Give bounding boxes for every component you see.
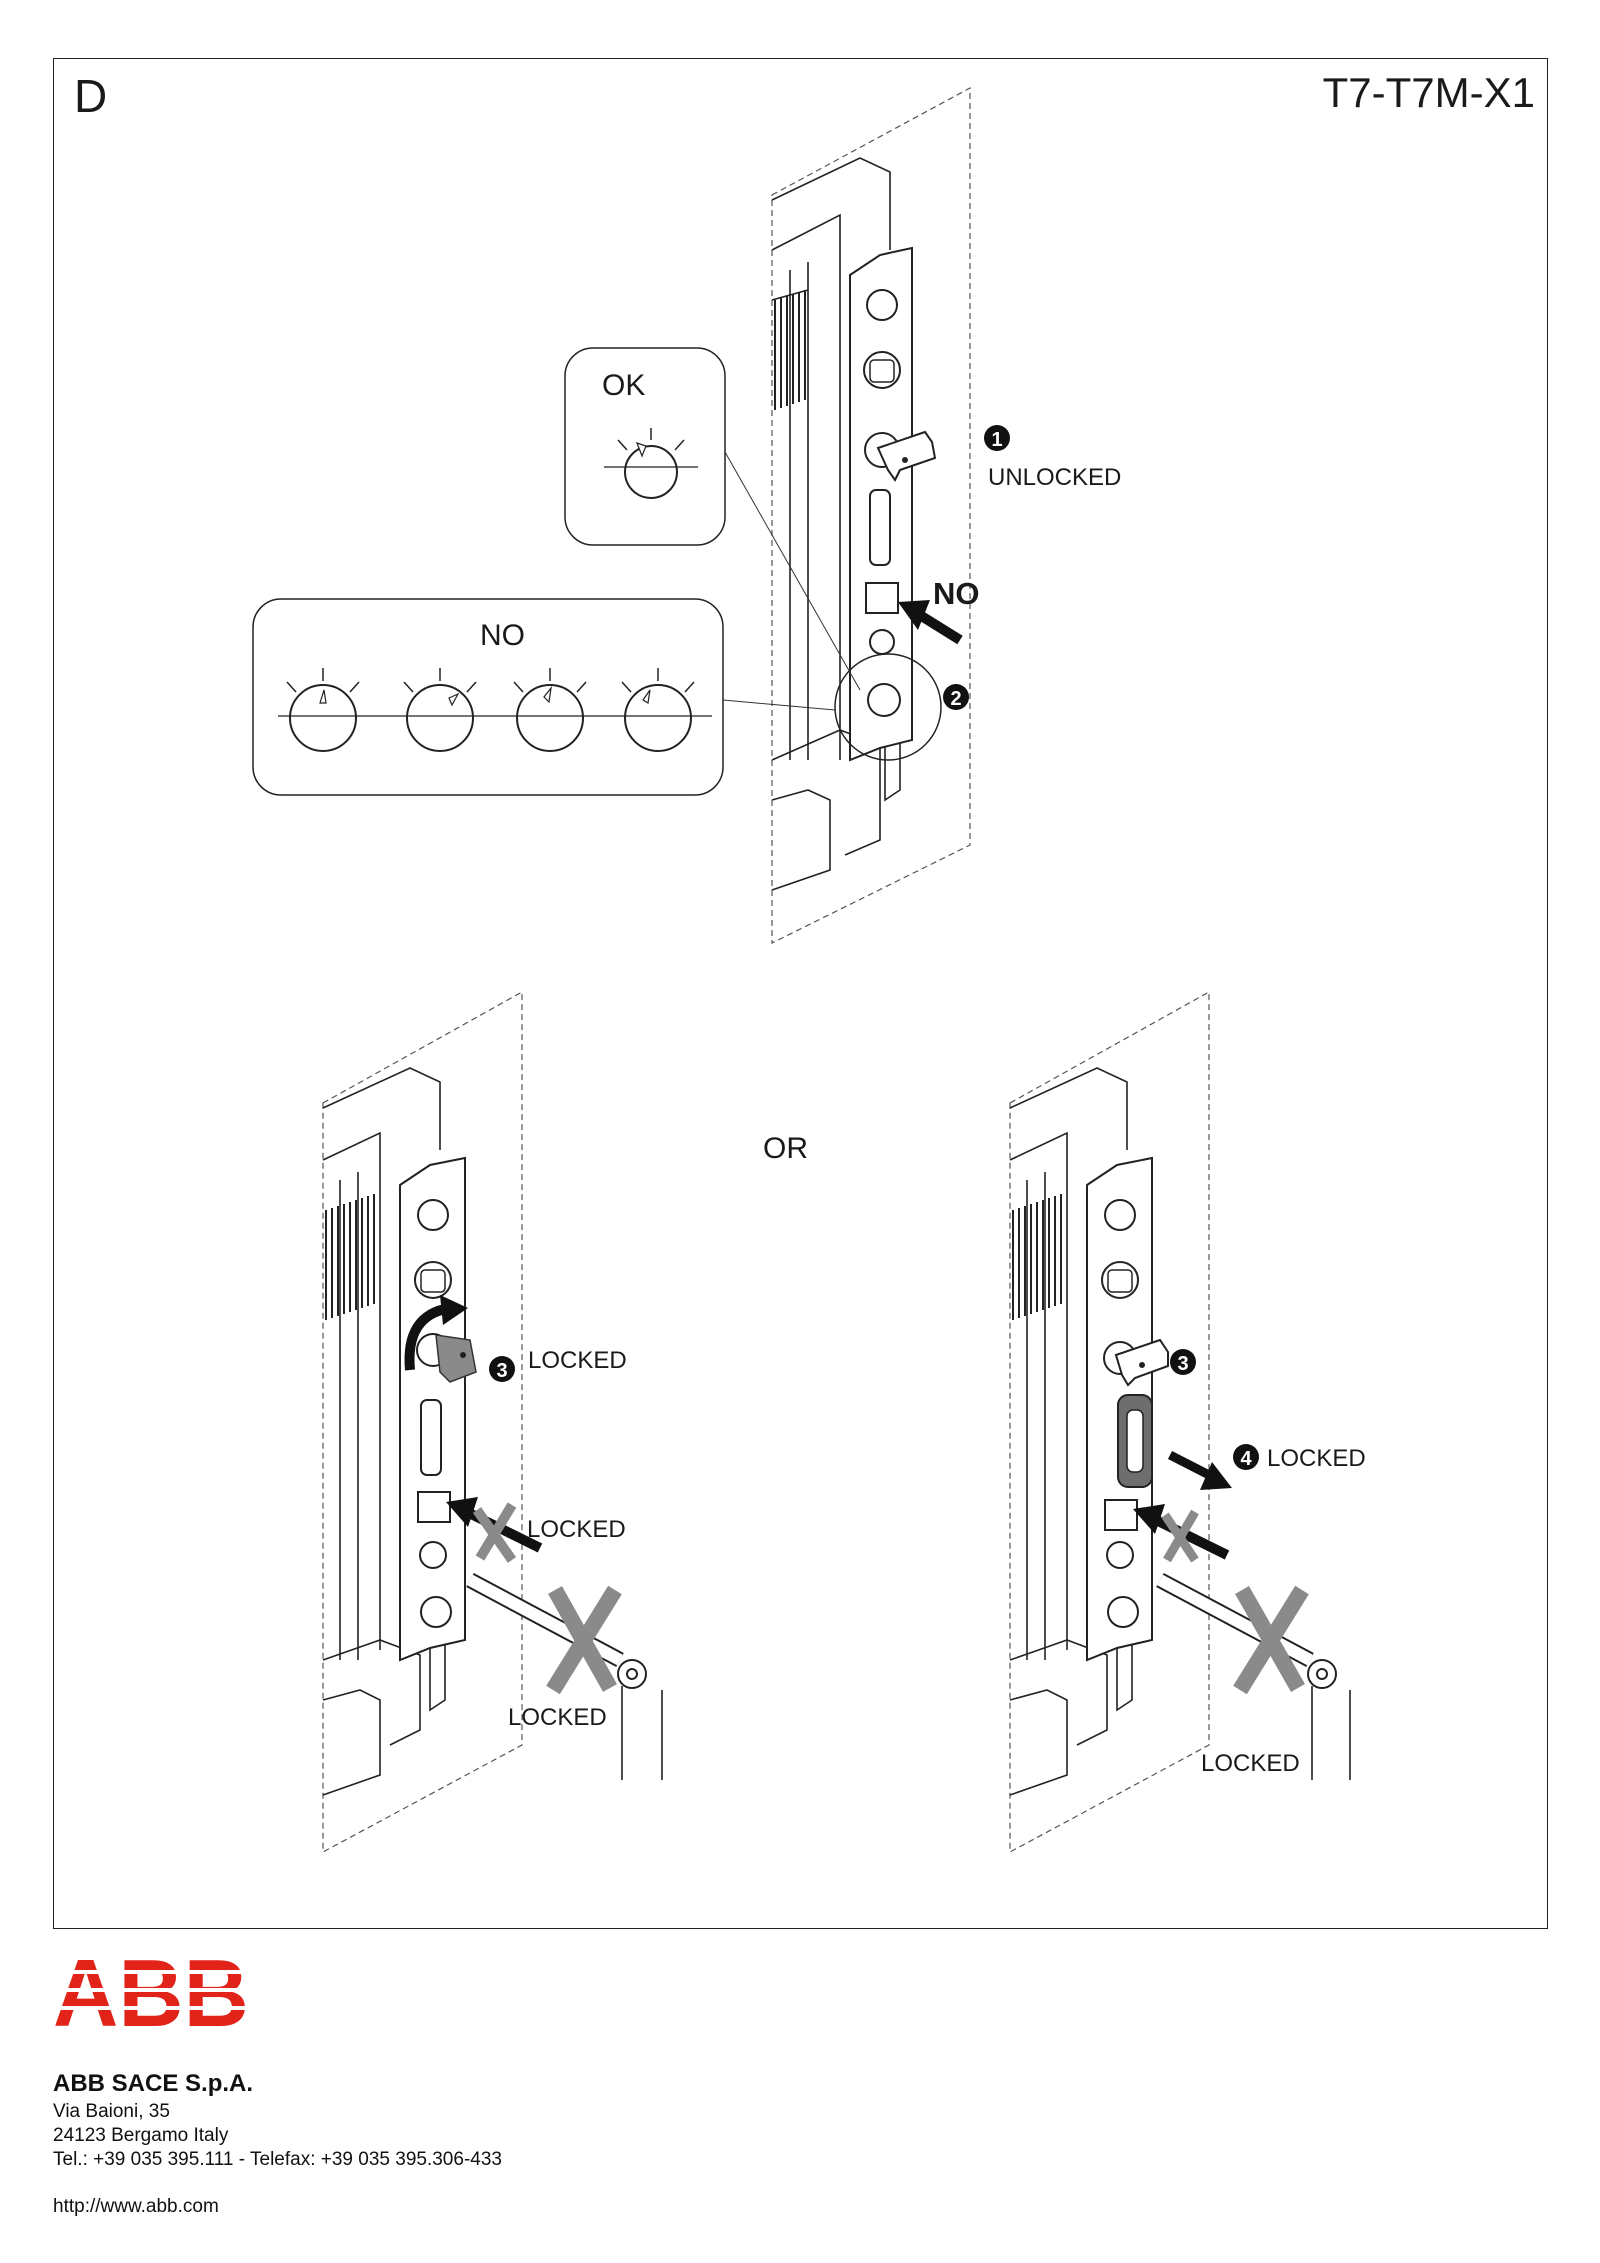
left-step3-number: 3 [496,1360,507,1382]
right-padlock-locked-label: LOCKED [1267,1445,1366,1472]
website-link[interactable]: http://www.abb.com [53,2196,219,2217]
phone-fax: Tel.: +39 035 395.111 - Telefax: +39 035… [53,2149,502,2170]
no-callout: NO [252,598,836,796]
right-step3-marker [1170,1349,1196,1375]
locked-key-icon [435,1334,477,1383]
right-step4-marker [1233,1444,1259,1470]
push-no-label: NO [933,576,980,611]
model-code: T7-T7M-X1 [1323,69,1535,116]
control-panel [849,246,913,762]
indicator-dial [867,683,901,717]
key-icon [876,430,937,482]
left-button-locked-label: LOCKED [527,1516,626,1543]
step1-marker [984,425,1010,451]
padlock-slot [869,489,891,566]
right-lever-locked-label: LOCKED [1201,1750,1300,1777]
abb-logo: ABB [53,1950,253,2032]
heatsink-ribs [774,290,806,410]
diagram-frame [53,58,1548,1929]
left-button-cross-icon [472,1502,517,1563]
magnifier-circle [834,653,942,761]
left-breaker-view [322,990,663,1854]
ok-label: OK [602,369,645,402]
left-cut-plane [322,990,523,1854]
step2-number: 2 [950,688,961,710]
left-control-panel [399,1156,466,1662]
no-dial-2 [406,684,474,752]
or-separator: OR [763,1132,808,1165]
left-lever-cross-icon [546,1585,622,1695]
cut-plane-outline [771,86,971,944]
step1-number: 1 [991,429,1002,451]
panel-button-1 [866,289,898,321]
address-city: 24123 Bergamo Italy [53,2125,229,2146]
left-step3-marker [489,1356,515,1382]
left-key-locked-label: LOCKED [528,1347,627,1374]
push-button [865,582,899,614]
no-dial-3 [516,684,584,752]
ok-callout: OK [564,347,861,691]
top-breaker-view [771,86,971,944]
right-step4-number: 4 [1240,1448,1252,1470]
no-label: NO [480,619,525,652]
no-dial-4 [624,684,692,752]
section-letter: D [74,70,107,122]
panel-button-2 [863,351,901,389]
right-cut-plane [1009,990,1210,1854]
left-lever-locked-label: LOCKED [508,1704,607,1731]
company-name: ABB SACE S.p.A. [53,2070,254,2097]
right-lever-cross-icon [1233,1585,1309,1695]
address-street: Via Baioni, 35 [53,2101,170,2122]
step1-label: UNLOCKED [988,464,1121,491]
right-step3-number: 3 [1177,1353,1188,1375]
ok-dial [624,445,678,499]
right-button-cross-icon [1161,1509,1199,1563]
no-dial-1 [289,684,357,752]
right-breaker-view [1009,990,1351,1854]
step2-marker [943,684,969,710]
